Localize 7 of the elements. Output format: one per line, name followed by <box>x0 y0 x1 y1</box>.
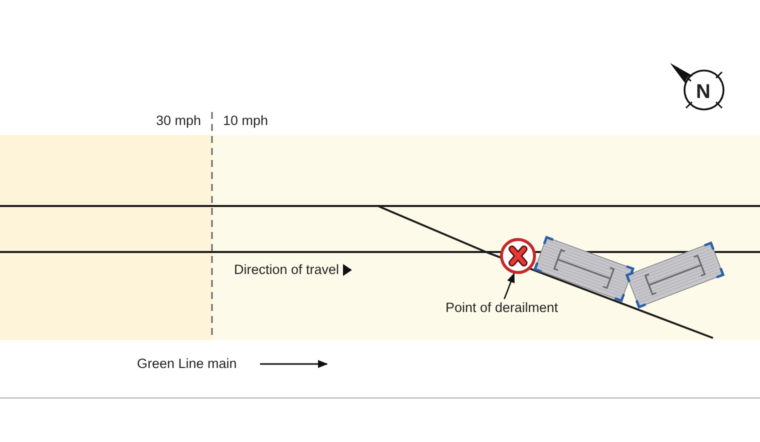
speed-label: 10 mph <box>223 113 268 129</box>
callout-label: Point of derailment <box>446 300 558 316</box>
north-label: N <box>696 81 710 103</box>
track-name-label: Green Line main <box>137 356 237 372</box>
leader-line <box>504 272 515 300</box>
direction-label: Direction of travel <box>234 262 340 278</box>
speed-label: 30 mph <box>156 113 202 129</box>
